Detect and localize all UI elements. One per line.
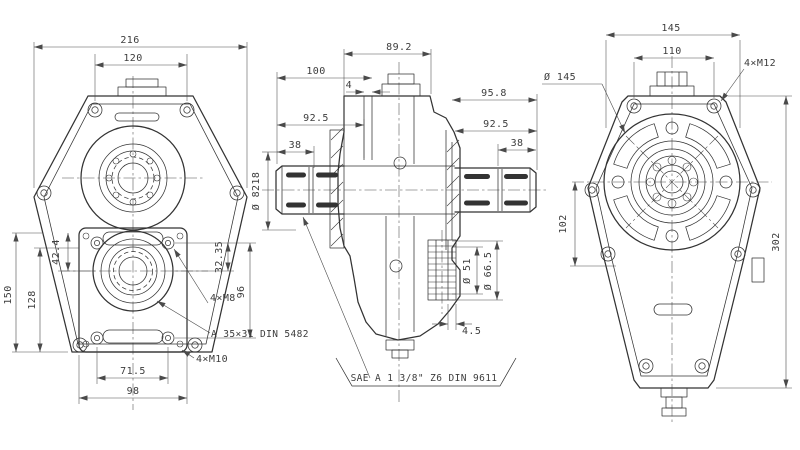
dia-side-shaft: Ø 8218 [250, 172, 262, 211]
back-corner-bolt [730, 246, 746, 262]
front-corner-bolt [72, 337, 88, 353]
dim-front-bolt-spacing-top: 120 [123, 53, 142, 64]
dim-side-step: 4 [346, 80, 352, 91]
back-m12-hole [719, 175, 733, 189]
side-hatching [330, 127, 460, 247]
back-m12-hole [611, 175, 625, 189]
side-view: 89.2 100 4 92.5 95.8 92.5 38 38 [250, 42, 546, 402]
back-view: 145 110 4×M12 Ø 145 102 302 [542, 23, 792, 424]
note-front-spline: A 35×31 DIN 5482 [211, 329, 309, 340]
side-shaft-right-spline [464, 174, 490, 179]
dia-back-pilot: Ø 145 [544, 71, 576, 83]
front-flange-screw [161, 236, 175, 250]
back-pilot-circle [603, 113, 741, 251]
dim-side-housing-width: 89.2 [386, 42, 412, 53]
dim-front-bolt-spacing: 71.5 [120, 366, 146, 377]
side-drain-plug [385, 339, 415, 351]
side-bearing-ball [389, 259, 403, 273]
back-m12-hole [665, 121, 679, 135]
back-bearing-balls [646, 156, 698, 208]
front-corner-bolt [229, 185, 245, 201]
front-bearing-balls [105, 150, 161, 206]
side-shaft-left-spline [286, 172, 306, 178]
dim-side-spline-right: 38 [511, 138, 524, 149]
dim-back-bolt-spacing-top: 110 [662, 46, 681, 57]
dim-side-left-92: 92.5 [303, 113, 329, 124]
front-housing [33, 78, 248, 353]
note-side-pto: SAE A 1 3/8" Z6 DIN 9611 [351, 373, 498, 384]
dia-side-gear-inner: Ø 51 [461, 258, 473, 284]
back-corner-bolt [584, 182, 600, 198]
label-back-thread-m12: 4×M12 [744, 58, 776, 69]
front-vent-slot [114, 112, 160, 122]
dim-back-center-height: 102 [558, 214, 569, 233]
front-dimensions: 216 120 150 128 42.4 32.35 96 4×M8 [3, 35, 309, 404]
back-bottom-plug [660, 387, 688, 398]
back-corner-bolt [745, 182, 761, 198]
back-m12-hole [665, 229, 679, 243]
side-housing [329, 73, 461, 359]
back-corner-bolt [626, 98, 642, 114]
dim-back-overall-width: 145 [661, 23, 680, 34]
back-bearing-face [603, 113, 741, 251]
side-shaft-left [275, 165, 345, 215]
dim-front-height-flange: 128 [27, 290, 38, 309]
dim-side-spline-left: 38 [289, 140, 302, 151]
front-corner-bolt [179, 102, 195, 118]
back-slot [653, 303, 693, 316]
side-dimensions: 89.2 100 4 92.5 95.8 92.5 38 38 [250, 42, 538, 387]
side-bottom-bracket [335, 357, 517, 387]
front-corner-bolt [87, 102, 103, 118]
dim-side-gear-offset: 4.5 [462, 326, 481, 337]
dim-front-height-overall: 150 [3, 285, 14, 304]
label-front-thread-m10: 4×M10 [196, 354, 228, 365]
side-mount-plate [329, 129, 345, 249]
dim-front-bolt-offset: 32.35 [214, 241, 225, 273]
dim-side-right-95: 95.8 [481, 88, 507, 99]
back-side-tab [751, 257, 765, 283]
front-view: 216 120 150 128 42.4 32.35 96 4×M8 [3, 35, 309, 410]
back-corner-bolt [638, 358, 654, 374]
front-corner-bolt [187, 337, 203, 353]
dim-front-center-offset: 42.4 [51, 239, 62, 265]
back-housing [584, 71, 765, 417]
label-front-thread-m8: 4×M8 [210, 293, 236, 304]
back-centerlines [572, 56, 772, 424]
front-flange-screw [161, 331, 175, 345]
front-flange-screw [90, 331, 104, 345]
dim-side-shaft-left: 100 [306, 66, 325, 77]
dim-front-flange-width: 98 [127, 386, 140, 397]
dim-front-overall-width: 216 [120, 35, 139, 46]
side-gear [427, 239, 457, 301]
dim-back-height-overall: 302 [771, 232, 782, 251]
front-input-bearing-boss [80, 125, 186, 231]
back-dimensions: 145 110 4×M12 Ø 145 102 302 [542, 23, 792, 389]
back-corner-bolt [694, 358, 710, 374]
side-bearing-ball [393, 156, 407, 170]
side-shaft-right [454, 167, 537, 213]
dim-front-flange-bolt-height: 96 [236, 286, 247, 299]
front-splined-bore [113, 251, 153, 291]
dia-side-gear-outer: Ø 66.5 [482, 252, 494, 291]
front-filler-plug [117, 86, 167, 97]
side-top-plug [381, 83, 421, 97]
back-corner-bolt [706, 98, 722, 114]
dim-side-right-92: 92.5 [483, 119, 509, 130]
